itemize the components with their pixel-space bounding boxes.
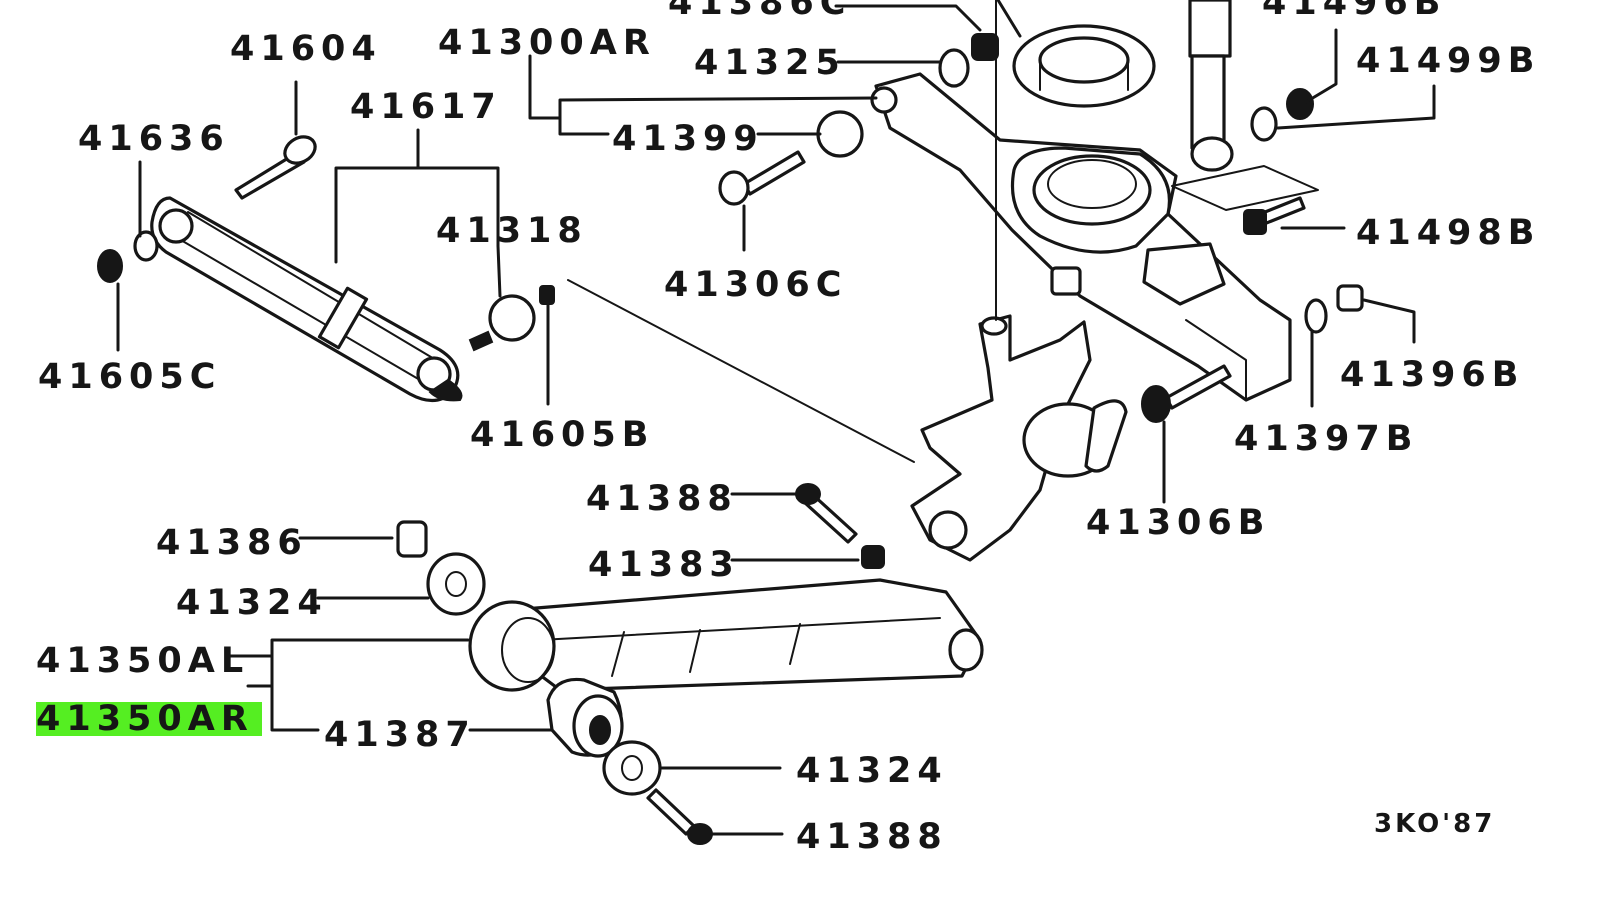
lateral-rod-41350ar: [468, 578, 984, 692]
label-41388-lower[interactable]: 41388: [796, 817, 948, 857]
nut-41386: [396, 520, 428, 558]
label-41324-lower[interactable]: 41324: [796, 751, 948, 791]
washer-41324-upper: [426, 552, 486, 616]
washer-41324-lower: [602, 740, 662, 796]
label-41617[interactable]: 41617: [350, 87, 502, 127]
leader-lines: [116, 0, 1436, 836]
label-41350ar[interactable]: 41350AR: [36, 699, 254, 739]
knuckle: [910, 314, 1128, 562]
label-41300ar[interactable]: 41300AR: [438, 23, 656, 63]
bolt-41306b: [1141, 364, 1232, 423]
label-41604[interactable]: 41604: [230, 29, 382, 69]
part-labels: 41386C 41496B 41604 41300AR 41325 41499B…: [36, 0, 1540, 857]
nut-41396b: [1336, 284, 1364, 312]
label-41325[interactable]: 41325: [694, 43, 846, 83]
washer-41499b: [1250, 106, 1278, 142]
leader-41605b-knuckle: [567, 279, 915, 463]
label-41499b[interactable]: 41499B: [1356, 41, 1540, 81]
bolt-41306c: [718, 150, 806, 206]
label-41388[interactable]: 41388: [586, 479, 738, 519]
bolt-41388-lower: [646, 788, 713, 845]
bolt-41498b: [1243, 196, 1306, 235]
washer-41636: [133, 230, 159, 262]
label-41350al[interactable]: 41350AL: [36, 641, 249, 681]
bolt-41388: [795, 483, 858, 544]
nut-41383: [861, 545, 885, 569]
label-41605c[interactable]: 41605C: [38, 357, 221, 397]
label-41306b[interactable]: 41306B: [1086, 503, 1270, 543]
label-41396b[interactable]: 41396B: [1340, 355, 1524, 395]
label-41605b[interactable]: 41605B: [470, 415, 654, 455]
label-41498b[interactable]: 41498B: [1356, 213, 1540, 253]
washer-41325: [938, 48, 970, 88]
bushing-41318: [488, 294, 536, 342]
label-41324-upper[interactable]: 41324: [176, 583, 328, 623]
shock-absorber: [1188, 0, 1234, 172]
trailing-link-41617: [150, 196, 463, 403]
nut-41386c: [971, 33, 999, 61]
bushing-41399: [816, 110, 864, 158]
label-41496b[interactable]: 41496B: [1262, 0, 1446, 23]
label-41318[interactable]: 41318: [436, 211, 588, 251]
highlight-41350ar: [36, 702, 262, 736]
label-41636[interactable]: 41636: [78, 119, 230, 159]
label-41387[interactable]: 41387: [324, 715, 476, 755]
label-41397b[interactable]: 41397B: [1234, 419, 1418, 459]
nut-41499b: [1286, 88, 1314, 120]
diagram-code: 3KO'87: [1374, 809, 1495, 839]
spring-seat: [1012, 24, 1156, 108]
label-41383[interactable]: 41383: [588, 545, 740, 585]
bolt-41604: [234, 135, 317, 200]
bushing-41387: [546, 677, 624, 758]
bracket-outline: [1171, 165, 1319, 211]
washer-41397b: [1304, 298, 1328, 334]
label-41399[interactable]: 41399: [612, 119, 764, 159]
label-41386[interactable]: 41386: [156, 523, 308, 563]
nut-41605c: [97, 249, 123, 283]
label-41386c[interactable]: 41386C: [668, 0, 851, 23]
trailing-arm-41300ar: [870, 72, 1292, 402]
label-41306c[interactable]: 41306C: [664, 265, 847, 305]
